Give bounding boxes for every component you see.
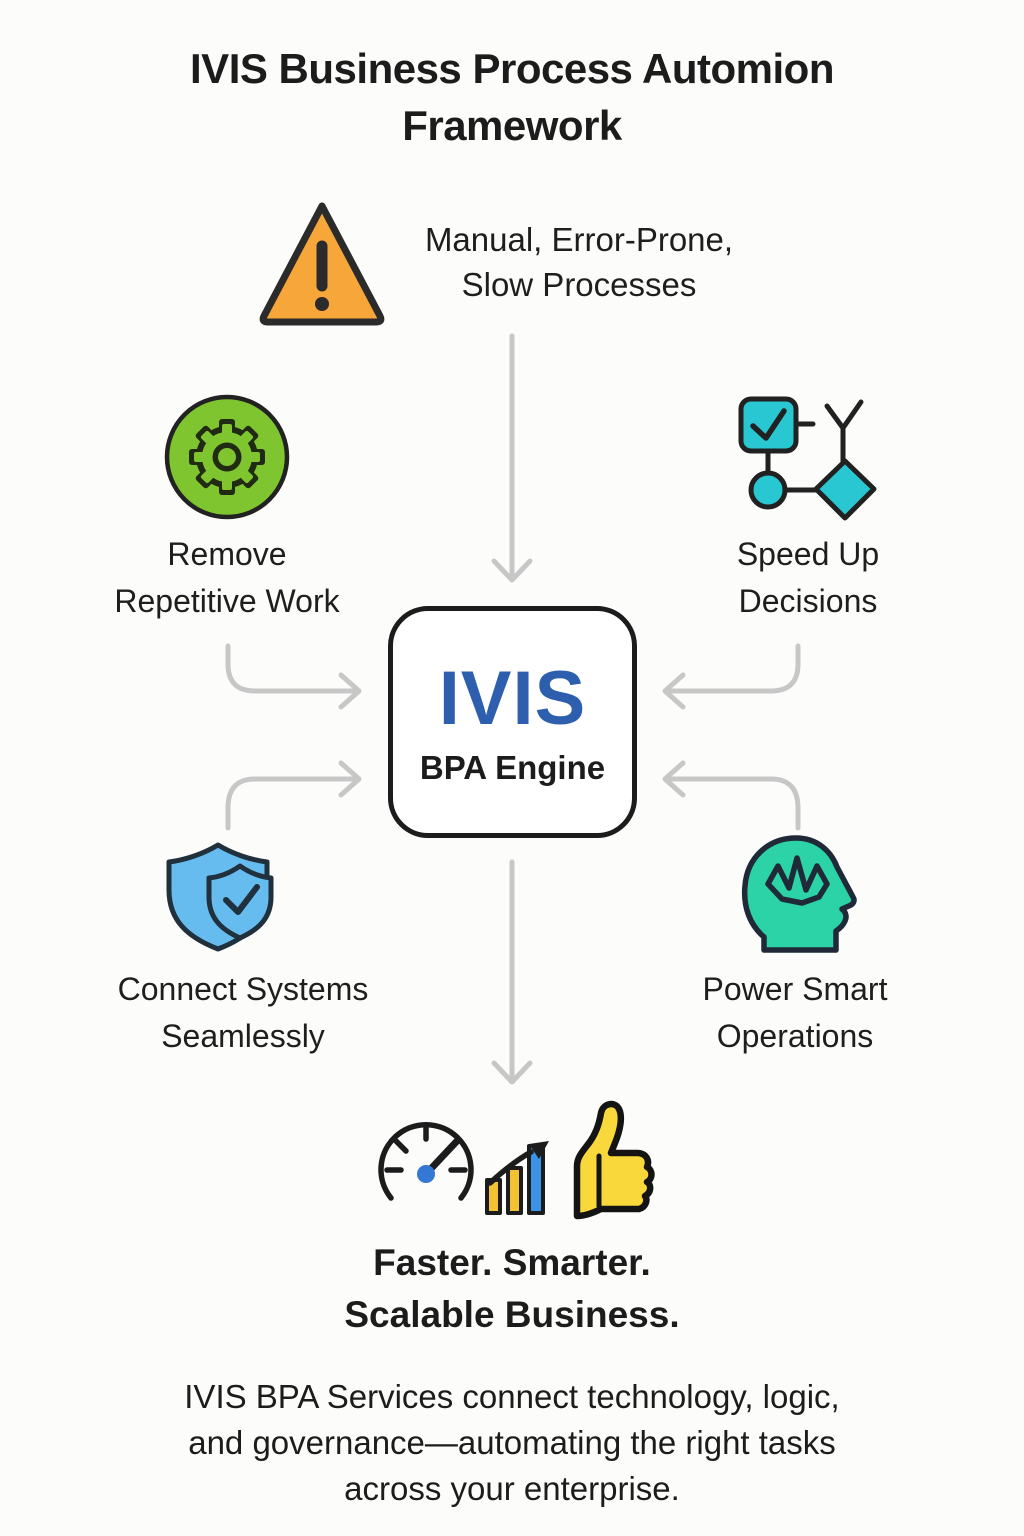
growth-chart-icon: [485, 1141, 549, 1215]
arrow-remove-to-engine: [225, 643, 362, 710]
footer-description: IVIS BPA Services connect technology, lo…: [184, 1378, 840, 1507]
ivis-bpa-engine-box: IVIS BPA Engine: [388, 606, 637, 838]
speedometer-icon: [378, 1122, 474, 1201]
engine-subtitle: BPA Engine: [419, 748, 606, 786]
page-title-line1: IVIS Business Process Automion: [190, 45, 834, 92]
flowchart-icon: [738, 396, 877, 521]
shield-check-icon: [166, 842, 274, 952]
connect-systems-label: Connect Systems Seamlessly: [117, 971, 369, 1054]
arrow-power-to-engine: [662, 760, 801, 831]
warning-triangle-icon: [259, 202, 385, 326]
speed-up-decisions-label: Speed Up Decisions: [736, 536, 880, 619]
page-title: IVIS Business Process Automion Framework: [0, 40, 1024, 154]
arrow-speed-to-engine: [662, 643, 801, 710]
problem-label: Manual, Error-Prone, Slow Processes: [424, 221, 734, 303]
arrow-connect-to-engine: [225, 760, 362, 831]
page-title-line2: Framework: [402, 102, 622, 149]
power-smart-operations-label: Power Smart Operations: [702, 971, 888, 1054]
head-brain-icon: [741, 835, 857, 953]
engine-name: IVIS: [438, 655, 587, 741]
outcome-label: Faster. Smarter. Scalable Business.: [344, 1242, 680, 1335]
thumbs-up-icon: [573, 1100, 655, 1220]
gear-icon: [164, 394, 290, 520]
arrow-engine-to-outcome: [491, 859, 533, 1085]
arrow-problem-to-engine: [491, 333, 533, 583]
remove-repetitive-work-label: Remove Repetitive Work: [114, 536, 340, 619]
